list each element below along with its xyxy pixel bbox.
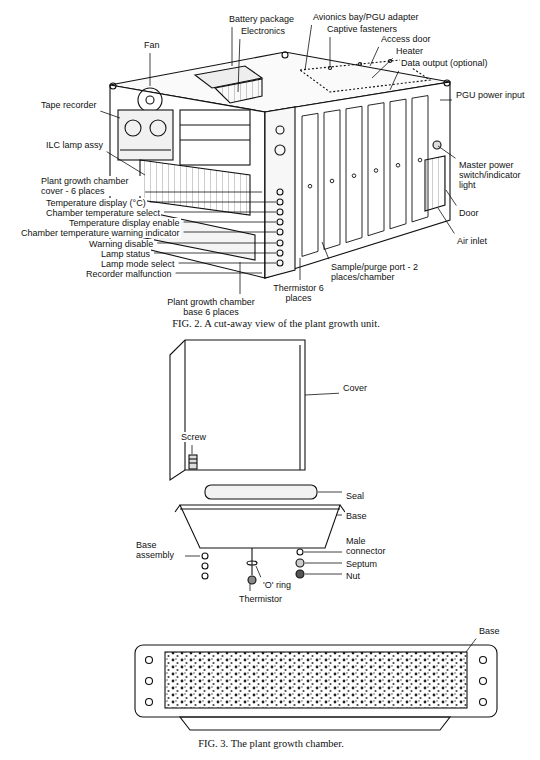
leader-line	[192, 445, 193, 454]
part-label: Screw	[180, 432, 207, 442]
part-label: ILC lamp assy	[45, 140, 104, 150]
figure-caption: FIG. 3. The plant growth chamber.	[150, 738, 392, 750]
part-label: Master power switch/indicator light	[458, 160, 535, 190]
leader-line	[336, 515, 342, 516]
plant-growth-chamber	[135, 340, 497, 730]
part-label: Nut	[345, 571, 361, 581]
leader-line	[107, 152, 145, 175]
chamber-doors	[302, 96, 428, 257]
part-label: Captive fasteners	[326, 24, 398, 34]
part-label: PGU power input	[455, 90, 526, 100]
leader-line	[176, 273, 262, 274]
chamber-door	[346, 106, 362, 242]
chamber-door	[368, 103, 384, 236]
leader-line	[322, 242, 329, 259]
leader-line	[184, 232, 276, 233]
door-latch	[396, 163, 400, 167]
figure-caption: FIG. 2. A cut-away view of the plant gro…	[110, 318, 442, 330]
part-label: Plant growth chamber cover - 6 places	[40, 176, 142, 196]
leader-line	[150, 53, 151, 86]
leader-line	[185, 556, 200, 557]
leader-line	[370, 47, 379, 66]
part-label: Lamp status	[100, 249, 151, 259]
leader-line	[305, 393, 339, 395]
leader-line	[305, 25, 312, 70]
part-label: Chamber temperature select	[45, 208, 161, 218]
leader-line	[240, 262, 241, 294]
part-label: Data output (optional)	[400, 58, 489, 68]
part-label: Male connector	[345, 536, 397, 556]
part-label: Temperature display (°C)	[45, 198, 147, 208]
leader-line	[300, 258, 301, 280]
part-label: Chamber temperature warning indicator	[20, 228, 181, 238]
part-label: Tape recorder	[40, 100, 98, 110]
part-label: Sample/purge port - 2 places/chamber	[330, 262, 427, 282]
door-latch	[352, 174, 356, 178]
part-label: Thermistor	[238, 594, 283, 604]
part-label: Recorder malfunction	[85, 269, 173, 279]
part-label: Base assembly	[135, 540, 182, 560]
leader-line	[438, 208, 454, 233]
part-label: Heater	[395, 46, 424, 56]
part-label: Access door	[380, 34, 432, 44]
part-label: Temperature display enable	[68, 218, 181, 228]
part-label: Base	[478, 626, 501, 636]
chamber-door	[324, 110, 340, 250]
leader-line	[305, 563, 342, 564]
part-label: Seal	[345, 491, 365, 501]
leader-line	[232, 27, 233, 66]
leader-line	[157, 243, 276, 244]
leader-line	[164, 212, 276, 213]
part-label: Door	[458, 208, 480, 218]
plant-growth-unit	[110, 52, 450, 278]
part-label: 'O' ring	[262, 580, 292, 590]
part-label: Base	[345, 511, 368, 521]
leader-line	[305, 574, 342, 575]
chamber-door	[302, 113, 318, 256]
leader-line	[318, 492, 342, 493]
door-latch	[308, 184, 312, 188]
leader-line	[150, 202, 276, 203]
leader-line	[390, 71, 399, 90]
door-latch	[418, 158, 422, 162]
chamber-door	[390, 99, 406, 229]
leader-line	[145, 192, 262, 193]
leader-line	[304, 552, 342, 553]
part-label: Electronics	[240, 26, 286, 36]
leader-line	[100, 111, 120, 118]
leader-line	[238, 39, 240, 92]
leader-line	[446, 190, 456, 206]
part-label: Septum	[345, 559, 378, 569]
leader-line	[440, 100, 452, 101]
leader-line	[154, 253, 276, 254]
part-label: Air inlet	[456, 236, 488, 246]
part-label: Cover	[342, 383, 368, 393]
part-label: Plant growth chamber base 6 places	[160, 297, 262, 317]
leader-line	[256, 566, 261, 577]
part-label: Warning disable	[88, 239, 154, 249]
part-label: Avionics bay/PGU adapter	[312, 12, 419, 22]
door-latch	[374, 169, 378, 173]
part-label: Battery package	[228, 14, 295, 24]
part-label: Fan	[143, 40, 161, 50]
door-latch	[330, 179, 334, 183]
part-label: Thermistor 6 places	[270, 283, 327, 303]
leader-line	[250, 584, 251, 591]
part-label: Lamp mode select	[100, 259, 176, 269]
leader-line	[438, 146, 456, 158]
leader-line	[466, 638, 476, 652]
leader-line	[330, 37, 331, 67]
leader-line	[372, 58, 393, 78]
leader-line	[184, 222, 276, 223]
chamber-door	[412, 96, 428, 222]
leader-line	[179, 263, 276, 264]
